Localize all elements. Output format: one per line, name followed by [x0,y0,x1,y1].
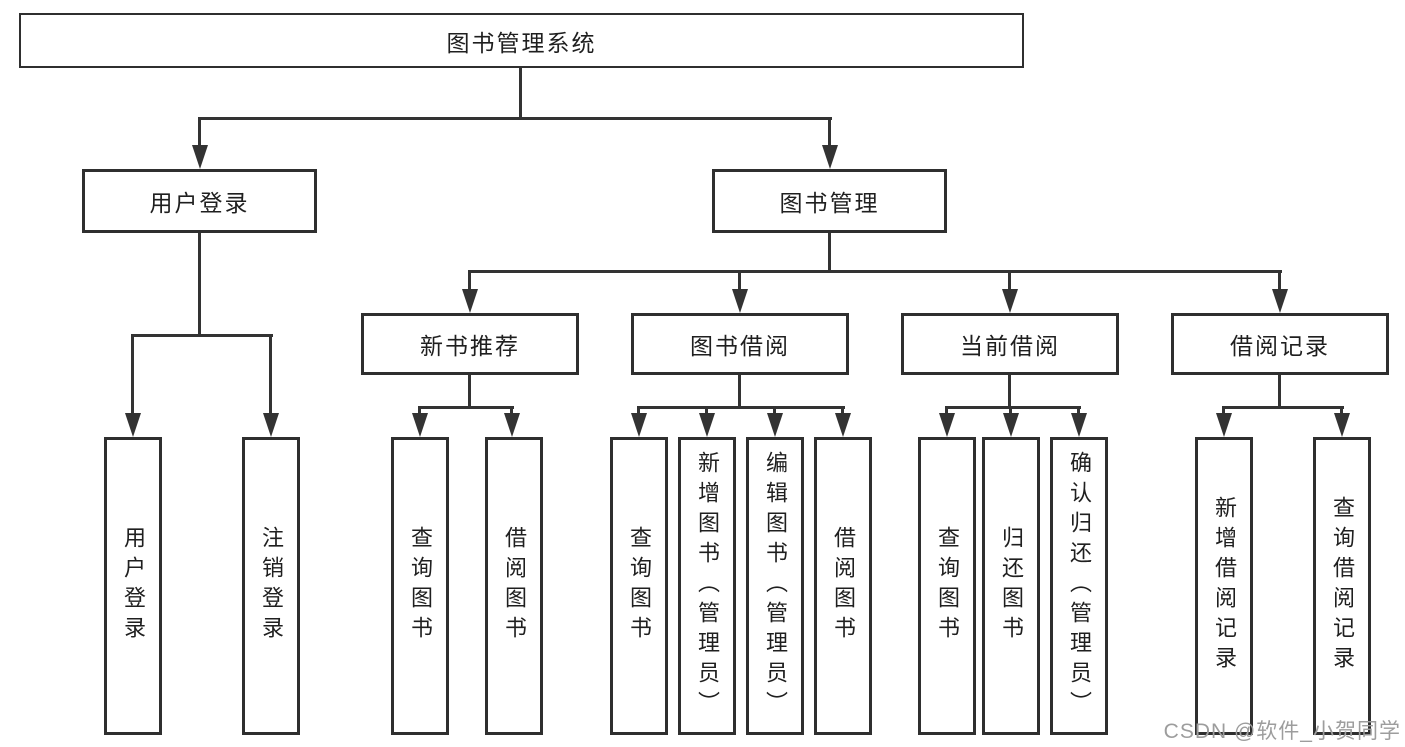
node-label: 确认归还（管理员） [1067,451,1092,721]
node-label: 新增图书（管理员） [695,451,720,721]
edge-line [828,117,831,148]
edge-line [199,117,832,120]
edge-line [1008,270,1011,292]
node-label: 当前借阅 [960,333,1060,359]
arrow-head-icon [767,413,783,437]
node-label: 新增借阅记录 [1212,496,1237,676]
edge-line [1278,375,1281,408]
leaf-return-book: 归还图书 [982,437,1040,735]
node-system-root: 图书管理系统 [19,13,1024,68]
node-label: 借阅图书 [502,526,527,646]
edge-line [828,233,831,272]
edge-line [841,406,844,418]
node-label: 新书推荐 [420,333,520,359]
node-new-book-recommend: 新书推荐 [361,313,579,375]
node-label: 归还图书 [999,526,1024,646]
edge-line [419,406,514,409]
leaf-confirm-return-admin: 确认归还（管理员） [1050,437,1108,735]
edge-line [1009,406,1012,418]
edge-line [510,406,513,418]
node-label: 图书管理 [779,190,880,216]
arrow-head-icon [939,413,955,437]
node-label: 查询借阅记录 [1330,496,1355,676]
node-label: 查询图书 [408,526,433,646]
edge-line [1340,406,1343,418]
edge-line [1278,270,1281,292]
leaf-borrow-book: 借阅图书 [814,437,872,735]
node-book-management: 图书管理 [712,169,947,233]
edge-line [131,334,134,416]
node-label: 注销登录 [259,526,284,646]
leaf-add-book-admin: 新增图书（管理员） [678,437,736,735]
node-label: 借阅记录 [1230,333,1330,359]
node-label: 借阅图书 [831,526,856,646]
leaf-query-borrow-record: 查询借阅记录 [1313,437,1371,735]
edge-line [773,406,776,418]
node-borrow-record: 借阅记录 [1171,313,1389,375]
leaf-query-book-current: 查询图书 [918,437,976,735]
node-label: 用户登录 [121,526,146,646]
arrow-head-icon [1002,289,1018,313]
edge-line [1077,406,1080,418]
edge-line [418,406,421,418]
node-label: 查询图书 [935,526,960,646]
arrow-head-icon [412,413,428,437]
edge-line [738,270,741,292]
edge-line [738,375,741,408]
arrow-head-icon [1071,413,1087,437]
node-current-borrow: 当前借阅 [901,313,1119,375]
edge-line [1222,406,1344,409]
arrow-head-icon [732,289,748,313]
leaf-borrow-book-recommend: 借阅图书 [485,437,543,735]
leaf-logout: 注销登录 [242,437,300,735]
edge-line [705,406,708,418]
edge-line [1008,375,1011,408]
edge-line [269,334,272,416]
arrow-head-icon [699,413,715,437]
node-label: 编辑图书（管理员） [763,451,788,721]
leaf-query-book-borrow: 查询图书 [610,437,668,735]
edge-line [945,406,1081,409]
leaf-edit-book-admin: 编辑图书（管理员） [746,437,804,735]
arrow-head-icon [835,413,851,437]
node-label: 图书借阅 [690,333,790,359]
arrow-head-icon [1272,289,1288,313]
leaf-user-login: 用户登录 [104,437,162,735]
arrow-head-icon [125,413,141,437]
edge-line [1222,406,1225,418]
leaf-query-book-recommend: 查询图书 [391,437,449,735]
edge-line [469,270,1282,273]
edge-line [198,233,201,336]
node-label: 用户登录 [149,190,250,216]
arrow-head-icon [504,413,520,437]
arrow-head-icon [1003,413,1019,437]
arrow-head-icon [1334,413,1350,437]
edge-line [637,406,845,409]
edge-line [945,406,948,418]
arrow-head-icon [631,413,647,437]
node-label: 图书管理系统 [446,29,597,56]
edge-line [132,334,273,337]
node-user-login: 用户登录 [82,169,317,233]
node-label: 查询图书 [627,526,652,646]
arrow-head-icon [263,413,279,437]
edge-line [637,406,640,418]
edge-line [468,270,471,292]
node-book-borrow: 图书借阅 [631,313,849,375]
arrow-head-icon [1216,413,1232,437]
arrow-head-icon [822,145,838,169]
edge-line [519,68,522,118]
leaf-add-borrow-record: 新增借阅记录 [1195,437,1253,735]
arrow-head-icon [462,289,478,313]
edge-line [198,117,201,148]
edge-line [468,375,471,408]
arrow-head-icon [192,145,208,169]
csdn-watermark: CSDN @软件_小贺同学 [1163,720,1401,743]
